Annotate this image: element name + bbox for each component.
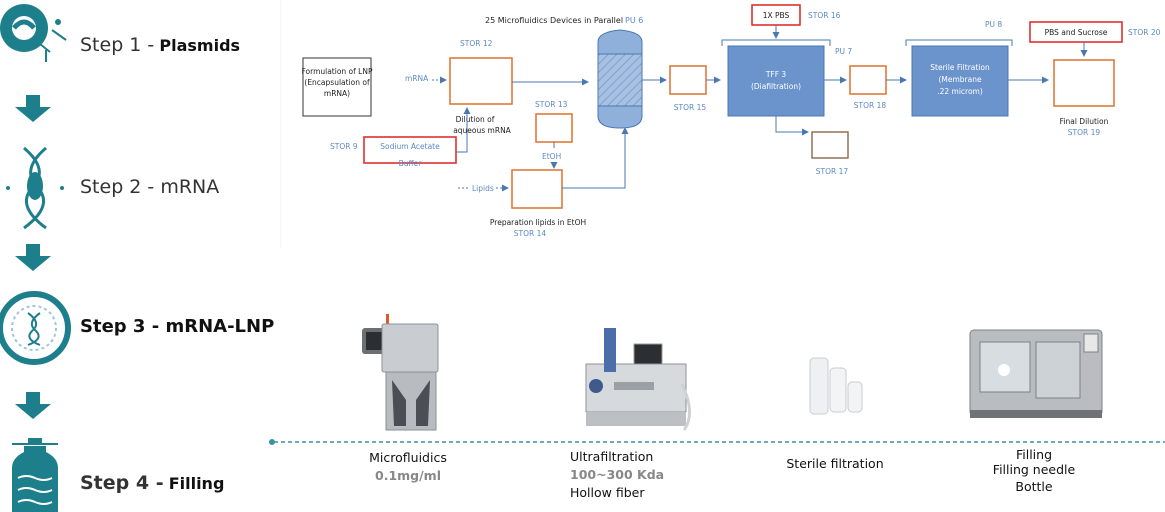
equipment-name: Filling <box>1015 447 1053 462</box>
sodium-acetate-box <box>363 136 457 164</box>
process-flow-diagram: 25 Microfluidics Devices in Parallel PU … <box>280 0 1161 248</box>
stor14-box <box>511 169 563 209</box>
step-4-label: Filling <box>168 474 225 493</box>
filling-machine-image <box>969 329 1103 418</box>
equipment-sub: 0.1mg/ml <box>375 468 441 483</box>
tff-line-1: TFF 3 <box>765 70 787 79</box>
equipment-microfluidics: Microfluidics 0.1mg/ml <box>360 450 456 483</box>
microfluidics-machine-image <box>362 314 439 431</box>
stor17-label: STOR 17 <box>816 167 849 176</box>
bottle-icon <box>12 438 58 512</box>
formulation-box <box>302 57 372 117</box>
formulation-line-2: (Encapsulation of <box>304 78 370 87</box>
stor15-box <box>669 65 707 95</box>
etoh-label: EtOH <box>542 152 561 161</box>
equipment-ultrafiltration: Ultrafiltration 100~300 Kda Hollow fiber <box>570 449 672 500</box>
pbs-sucrose-box <box>1029 21 1123 43</box>
step-1: Step 1 - Plasmids <box>80 34 240 56</box>
down-arrow-icon <box>15 244 51 271</box>
dilution-line-1: Dilution of <box>456 115 495 124</box>
microfluidics-vessel <box>597 29 643 129</box>
plasmid-icon <box>0 4 67 62</box>
equipment-name: Ultrafiltration <box>570 449 654 464</box>
equipment-extra: Bottle <box>1015 479 1053 494</box>
step-1-label: Plasmids <box>159 36 241 55</box>
diagram-title: 25 Microfluidics Devices in Parallel <box>485 16 623 25</box>
tff-line-2: (Diafiltration) <box>751 82 801 91</box>
final-dilution-label: Final Dilution <box>1060 117 1109 126</box>
stor15-label: STOR 15 <box>674 103 707 112</box>
stor16-label: STOR 16 <box>808 11 841 20</box>
stor12-label: STOR 12 <box>460 39 493 48</box>
lipids-label: Lipids <box>472 184 494 193</box>
lnp-icon <box>0 291 71 365</box>
sterile-filtration-box <box>911 45 1009 117</box>
equipment-sterile-filtration: Sterile filtration <box>780 456 890 471</box>
pu7-label: PU 7 <box>835 47 852 56</box>
timeline-line <box>269 439 1165 445</box>
step-1-prefix: Step 1 - <box>80 34 155 56</box>
formulation-line-1: Formulation of LNP <box>301 67 372 76</box>
dilution-line-2: aqueous mRNA <box>453 126 511 135</box>
stor9-label: STOR 9 <box>330 142 358 151</box>
sterile-line-2: (Membrane <box>938 75 982 84</box>
sterile-filter-image <box>809 357 863 415</box>
prep-lipids-label: Preparation lipids in EtOH <box>490 218 586 227</box>
formulation-line-3: mRNA) <box>324 89 350 98</box>
equipment-name: Sterile filtration <box>786 456 884 471</box>
sodium-line-2: Buffer <box>399 159 423 168</box>
equipment-extra: Hollow fiber <box>570 485 645 500</box>
ultrafiltration-machine-image <box>585 328 691 431</box>
stor13-label: STOR 13 <box>535 100 568 109</box>
stor18-label: STOR 18 <box>854 101 887 110</box>
step-3-label: Step 3 - mRNA-LNP <box>80 316 275 337</box>
down-arrow-icon <box>15 95 51 122</box>
mrna-label: mRNA <box>405 74 429 83</box>
sterile-line-1: Sterile Filtration <box>930 63 990 72</box>
step-2: Step 2 - mRNA <box>80 176 219 198</box>
step-4: Step 4 - Filling <box>80 472 224 494</box>
pbs-label: 1X PBS <box>763 11 790 20</box>
sodium-line-1: Sodium Acetate <box>380 142 440 151</box>
stor20-label: STOR 20 <box>1128 28 1161 37</box>
stor13-box <box>535 113 573 143</box>
stor17-box <box>811 131 849 159</box>
stor19-box <box>1053 59 1115 107</box>
sterile-line-3: .22 microm) <box>937 87 983 96</box>
step-2-label: Step 2 - mRNA <box>80 176 220 198</box>
equipment-sub: 100~300 Kda <box>570 467 665 482</box>
pu6-label: PU 6 <box>625 16 643 25</box>
stor14-label: STOR 14 <box>514 229 547 238</box>
equipment-sub: Filling needle <box>992 462 1076 477</box>
pu8-label: PU 8 <box>985 20 1002 29</box>
equipment-filling: Filling Filling needle Bottle <box>984 447 1084 494</box>
tff-box <box>727 45 825 117</box>
dna-icon <box>6 146 64 230</box>
pbs-sucrose-label: PBS and Sucrose <box>1045 28 1108 37</box>
step-3: Step 3 - mRNA-LNP <box>80 316 274 337</box>
equipment-name: Microfluidics <box>369 450 447 465</box>
down-arrow-icon <box>15 392 51 419</box>
stor12-box <box>449 57 513 105</box>
stor19-label: STOR 19 <box>1068 128 1101 137</box>
step-4-prefix: Step 4 - <box>80 472 164 494</box>
stor18-box <box>849 65 887 95</box>
